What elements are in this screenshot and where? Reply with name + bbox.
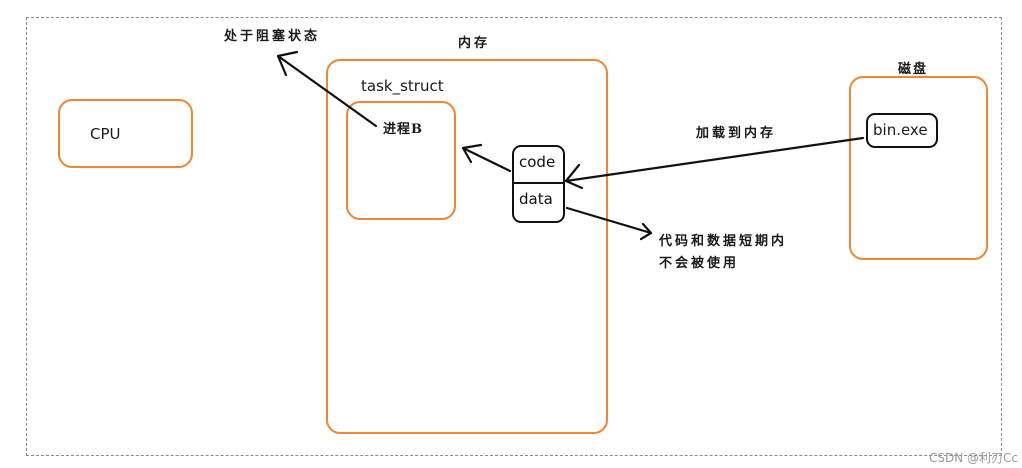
binary-file-label: bin.exe xyxy=(873,121,928,139)
process-box xyxy=(346,101,456,220)
arrow-data-to-annotation xyxy=(565,206,653,241)
arrow-blocked-head xyxy=(276,50,299,77)
process-label: 进程B xyxy=(383,122,423,137)
code-data-block: code data xyxy=(512,145,565,223)
arrow-code-head xyxy=(461,143,483,164)
load-to-memory-annotation: 加载到内存 xyxy=(696,126,777,141)
disk-label: 磁盘 xyxy=(898,62,929,77)
task-struct-label: task_struct xyxy=(361,77,444,95)
memory-label: 内存 xyxy=(458,36,491,51)
code-segment: code xyxy=(514,147,563,184)
arrow-load-line xyxy=(564,136,865,183)
arrow-load-head xyxy=(564,163,584,190)
arrow-load-to-memory xyxy=(564,136,865,190)
disk-box xyxy=(849,76,988,260)
arrow-code-line xyxy=(461,146,512,173)
data-segment: data xyxy=(519,190,553,208)
arrow-to-blocked-state xyxy=(276,50,378,128)
watermark: CSDN @利刃Cc xyxy=(928,451,1018,465)
arrow-data-head xyxy=(639,222,653,241)
blocked-state-annotation: 处于阻塞状态 xyxy=(224,29,321,44)
unused-annotation-line1: 代码和数据短期内 xyxy=(659,234,788,249)
arrow-code-to-process xyxy=(461,143,512,173)
diagram-frame xyxy=(26,17,1002,456)
memory-box xyxy=(326,59,608,434)
arrow-data-line xyxy=(565,206,653,235)
unused-annotation-line2: 不会被使用 xyxy=(659,256,740,271)
arrow-blocked-line xyxy=(276,54,378,128)
cpu-label: CPU xyxy=(90,125,121,143)
cpu-box: CPU xyxy=(58,99,193,168)
binary-file-box: bin.exe xyxy=(866,113,938,148)
